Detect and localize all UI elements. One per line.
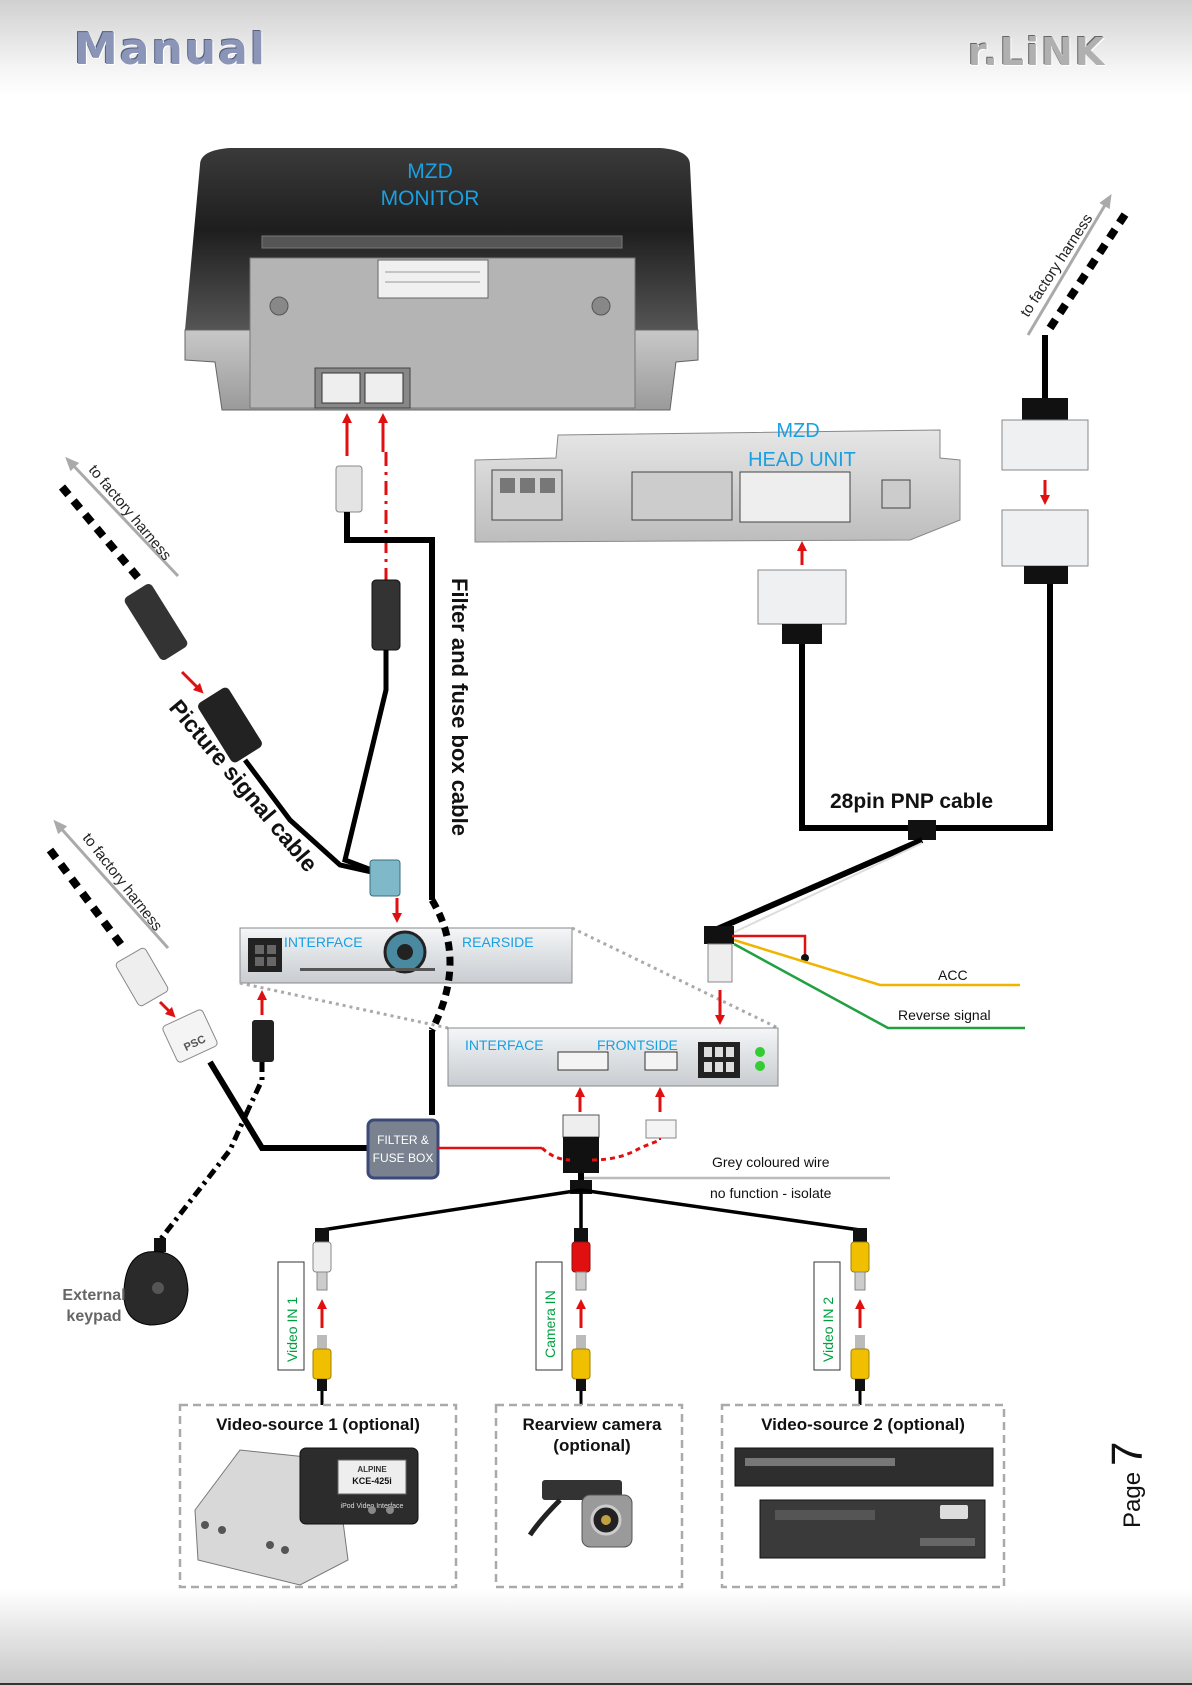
factory-connector-1 — [124, 584, 188, 660]
page-label: Page — [1119, 1472, 1146, 1528]
harness-to-filter-wire — [207, 1060, 368, 1151]
factory-dashed-2 — [46, 847, 129, 953]
filter-box-label-2: FUSE BOX — [373, 1151, 434, 1165]
interface-rearside — [239, 927, 573, 984]
mzd-monitor — [184, 148, 699, 411]
acc-wire — [733, 938, 1020, 987]
interface-frontside — [447, 1027, 779, 1087]
camera-title-2: (optional) — [553, 1436, 630, 1455]
head-unit-plug — [757, 569, 847, 625]
grey-wire-label: Grey coloured wire — [712, 1154, 830, 1170]
filter-cable-curve — [428, 898, 454, 1032]
factory-arrow-right — [1026, 193, 1112, 336]
rearview-camera-device — [527, 1480, 633, 1548]
head-unit-plug-boot — [782, 624, 822, 644]
mzd-head-unit — [474, 429, 961, 543]
head-unit-label-2: HEAD UNIT — [748, 449, 856, 471]
rca-video-in-1 — [312, 1228, 332, 1291]
page-header — [0, 0, 1192, 95]
factory-arrow-1 — [65, 456, 180, 578]
pnp-plug-boot-right — [1024, 566, 1068, 584]
small-plug — [645, 1119, 677, 1139]
video-source-2-device — [734, 1447, 994, 1559]
factory-dashed-right — [1046, 207, 1132, 331]
monitor-plug-connector — [335, 465, 363, 513]
rca-camera-in — [571, 1228, 591, 1291]
keypad-wire-dashed — [245, 1062, 265, 1112]
interface-front-label: INTERFACE — [465, 1037, 544, 1053]
factory-plug-right — [1001, 419, 1089, 471]
camera-in-box — [535, 1261, 563, 1371]
page-number: 7 — [1103, 1442, 1152, 1466]
factory-dashed-1 — [58, 484, 144, 583]
head-unit-label-1: MZD — [776, 420, 819, 442]
picture-signal-connector — [371, 579, 401, 651]
factory-plug-boot-right — [1022, 398, 1068, 420]
red-wire — [732, 934, 807, 958]
pnp-to-interface-wire-white — [721, 842, 923, 939]
rca-video-source-1 — [312, 1335, 332, 1405]
external-label-1: External — [62, 1287, 125, 1304]
rlink-logo: r.LiNK — [968, 30, 1107, 74]
view-link-2 — [571, 926, 779, 1030]
reverse-label: Reverse signal — [898, 1007, 991, 1023]
rca-video-in-2 — [850, 1228, 870, 1291]
interface-plug — [707, 943, 733, 983]
wire-to-video2 — [580, 1188, 861, 1232]
view-link-1 — [239, 981, 449, 1030]
manual-logo: Manual — [74, 24, 267, 75]
rca-camera-source — [571, 1335, 591, 1405]
filter-fuse-box — [366, 1118, 440, 1180]
footer-line — [0, 1683, 1192, 1685]
kce-model: KCE-425i — [352, 1476, 392, 1486]
video-source-2-title: Video-source 2 (optional) — [761, 1415, 965, 1434]
pnp-cable-label: 28pin PNP cable — [830, 790, 993, 813]
external-label-2: keypad — [66, 1308, 121, 1325]
interface-rear-label: INTERFACE — [284, 934, 363, 950]
to-factory-label-1: to factory harness — [85, 462, 175, 564]
pnp-plug-right — [1001, 509, 1089, 567]
filter-box-label-1: FILTER & — [377, 1133, 429, 1147]
video-source-1-device: ALPINE KCE-425i iPod Video Interface — [194, 1447, 419, 1586]
factory-connector-2 — [115, 947, 169, 1007]
arrow-factory-1 — [180, 670, 204, 694]
video-in-1-label: Video IN 1 — [284, 1297, 300, 1362]
video-in-1-box — [277, 1261, 305, 1371]
psc-connector — [162, 1009, 218, 1063]
rearside-label: REARSIDE — [462, 934, 534, 950]
reverse-wire — [733, 942, 1025, 1030]
to-factory-label-right: to factory harness — [1017, 211, 1096, 320]
video-in-2-label: Video IN 2 — [820, 1297, 836, 1362]
page-footer — [0, 1590, 1192, 1685]
monitor-label-2: MONITOR — [381, 187, 480, 210]
interface-plug-boot — [704, 926, 734, 944]
av-plug — [562, 1114, 600, 1138]
pnp-cable-junction — [908, 820, 936, 840]
monitor-label-1: MZD — [407, 160, 453, 183]
arrow-factory-2 — [158, 1000, 176, 1018]
filter-cable-label: Filter and fuse box cable — [447, 578, 472, 836]
frontside-label: FRONTSIDE — [597, 1037, 678, 1053]
keypad-wire — [158, 1108, 251, 1242]
picture-signal-plug — [198, 687, 262, 763]
camera-in-label: Camera IN — [542, 1290, 558, 1358]
av-plug-boot — [563, 1137, 599, 1173]
kce-brand: ALPINE — [357, 1465, 387, 1474]
filter-cable-wire — [344, 512, 435, 900]
rca-video-source-2 — [850, 1335, 870, 1405]
picture-cable-wire-2 — [243, 758, 386, 878]
video-source-1-title: Video-source 1 (optional) — [216, 1415, 420, 1434]
factory-arrow-2 — [53, 819, 170, 949]
picture-cable-wire-1 — [342, 650, 389, 878]
rearside-harness-plug — [252, 1020, 274, 1062]
fakra-connector — [369, 859, 401, 897]
camera-title-1: Rearview camera — [523, 1415, 662, 1434]
wire-to-video1 — [321, 1188, 582, 1232]
acc-label: ACC — [938, 967, 968, 983]
to-factory-label-2: to factory harness — [79, 830, 166, 934]
no-function-label: no function - isolate — [710, 1185, 832, 1201]
video-in-2-box — [813, 1261, 841, 1371]
pnp-to-interface-wire — [713, 837, 924, 933]
